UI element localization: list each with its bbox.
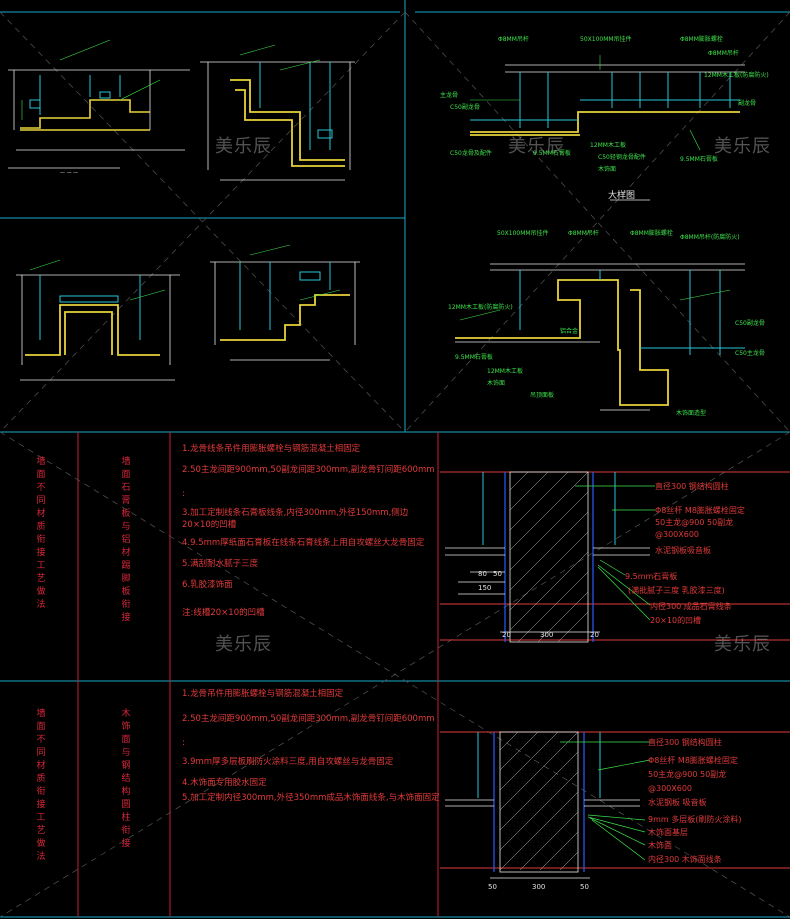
row2-label: 直径300 钢结构圆柱 xyxy=(648,738,722,747)
detail-title: 大样图 xyxy=(608,191,636,201)
detail-label: 9.5MM石膏板 xyxy=(533,150,571,157)
row1-label: @300X600 xyxy=(655,530,700,539)
detail-label: 12MM木工板 xyxy=(590,142,626,149)
detail-label: 9.5MM石膏板 xyxy=(680,156,718,163)
row1-label: 内径300 成品石膏线条 xyxy=(650,602,732,611)
detail-label: 木饰面 xyxy=(598,166,617,173)
detail-label: Φ8MM吊杆 xyxy=(568,230,599,237)
detail-b xyxy=(200,44,355,181)
row1-note: : xyxy=(182,489,185,499)
row1-note: 3.加工定制线条石膏板线条,内径300mm,外径150mm,侧边20×10的凹槽 xyxy=(182,508,409,530)
detail-label: C50副龙骨 xyxy=(450,104,480,111)
row2-dim: 300 xyxy=(532,883,546,891)
detail-label: 12MM木工板 xyxy=(487,368,523,375)
detail-label: 铝合金 xyxy=(560,328,579,335)
row1-dim: 300 xyxy=(540,631,554,639)
row1-label: Φ8丝杆 M8膨胀螺栓固定 xyxy=(655,506,745,515)
row2-note: 2.50主龙间距900mm,50副龙间距300mm,副龙骨钉间距600mm xyxy=(182,714,435,724)
row2-category: 墙面不同材质衔接工艺做法 xyxy=(36,709,46,862)
detail-f xyxy=(455,263,745,411)
detail-label: Φ8MM吊杆 xyxy=(498,36,529,43)
watermark: 美乐辰 xyxy=(714,634,771,655)
row1-dim: 80 xyxy=(478,570,487,578)
row2-label: 水泥钢板 吸音板 xyxy=(648,798,707,807)
svg-text:— — —: — — — xyxy=(60,170,78,176)
row1-dim: 20 xyxy=(502,631,511,639)
detail-c xyxy=(16,259,180,381)
row1-label: 水泥钢板吸音板 xyxy=(655,546,711,555)
row2-note: : xyxy=(182,738,185,748)
detail-label: 12MM木工板(防腐防火) xyxy=(448,304,513,311)
watermark: 美乐辰 xyxy=(215,136,272,157)
row1-label: 9.5mm石膏板 xyxy=(625,572,678,581)
detail-label: 12MM木工板(防腐防火) xyxy=(704,72,769,79)
row1-note: 5.满刮耐水腻子三度 xyxy=(182,559,259,569)
row1-note: 4.9.5mm厚纸面石膏板在线条石膏线条上用自攻螺丝大龙骨固定 xyxy=(182,538,425,548)
row1-note: 1.龙骨线条吊件用膨胀螺栓与钢筋混凝土相固定 xyxy=(182,444,361,454)
row1-dim: 50 xyxy=(493,570,502,578)
detail-label: Φ8MM膨胀螺栓 xyxy=(680,36,723,43)
row2-dim: 50 xyxy=(488,883,497,891)
row1-label: 直径300 钢结构圆柱 xyxy=(655,482,729,491)
row2-label: Φ8丝杆 M8膨胀螺栓固定 xyxy=(648,756,738,765)
row2-note: 4.木饰面专用胶水固定 xyxy=(182,778,267,788)
row2-label: 木饰面 xyxy=(648,841,672,850)
detail-label: 木饰面 xyxy=(487,380,506,387)
detail-label: 吊顶面板 xyxy=(530,392,555,399)
watermark-diagonals xyxy=(0,11,790,918)
detail-label: Φ8MM吊杆 xyxy=(708,50,739,57)
row2-section-drawing xyxy=(440,731,790,879)
detail-label: C50龙骨及配件 xyxy=(450,150,492,157)
row1-note: 注:线槽20×10的凹槽 xyxy=(182,608,265,618)
table-grid xyxy=(77,432,439,917)
row2-label: 木饰面基层 xyxy=(648,828,688,837)
row2-name: 木饰面与钢结构圆柱衔接 xyxy=(121,709,131,849)
row1-note: 6.乳胶漆饰面 xyxy=(182,580,233,590)
detail-label: C50主龙骨 xyxy=(735,350,765,357)
detail-label: 副龙骨 xyxy=(738,100,757,107)
detail-label: C50副龙骨 xyxy=(735,320,765,327)
row1-dim: 150 xyxy=(478,584,492,592)
row1-section-drawing xyxy=(440,471,790,643)
row2-label: 9mm 多层板(刷防火涂料) xyxy=(648,815,742,824)
detail-d xyxy=(210,244,360,361)
row2-note: 1.龙骨吊件用膨胀螺栓与钢筋混凝土相固定 xyxy=(182,689,344,699)
row2-dim: 50 xyxy=(580,883,589,891)
watermark: 美乐辰 xyxy=(215,634,272,655)
watermark: 美乐辰 xyxy=(508,136,565,157)
detail-e xyxy=(470,55,745,201)
row1-dim: 20 xyxy=(590,631,599,639)
detail-a: — — — xyxy=(8,39,190,176)
row1-label: 20×10的凹槽 xyxy=(650,616,702,625)
row2-label: 50主龙@900 50副龙 xyxy=(648,770,727,779)
row2-note: 3.9mm厚多层板刷防火涂料三度,用自攻螺丝与龙骨固定 xyxy=(182,757,394,767)
detail-label: 50X100MM吊挂件 xyxy=(580,36,632,43)
detail-label: 9.5MM石膏板 xyxy=(455,354,493,361)
detail-label: Φ8MM吊杆(防腐防火) xyxy=(680,234,740,241)
row2-label: 内径300 木饰面线条 xyxy=(648,855,722,864)
row2-label: @300X600 xyxy=(648,784,693,793)
detail-label: 主龙骨 xyxy=(440,92,459,99)
row1-category: 墙面不同材质衔接工艺做法 xyxy=(36,457,46,610)
row2-note: 5.加工定制内径300mm,外径350mm成品木饰面线条,与木饰面固定 xyxy=(182,793,440,803)
row1-name: 墙面石膏板与铝材踢脚板衔接 xyxy=(121,457,131,623)
detail-label: 木饰面造型 xyxy=(676,410,707,417)
row1-label: (满批腻子三度 乳胶漆三度) xyxy=(628,586,725,595)
watermark: 美乐辰 xyxy=(714,136,771,157)
detail-label: C50轻钢龙骨配件 xyxy=(598,154,646,161)
row1-note: 2.50主龙间距900mm,50副龙间距300mm,副龙骨钉间距600mm xyxy=(182,465,435,475)
row1-label: 50主龙@900 50副龙 xyxy=(655,518,734,527)
detail-label: Φ8MM膨胀螺栓 xyxy=(630,230,673,237)
detail-label: 50X100MM吊挂件 xyxy=(497,230,549,237)
